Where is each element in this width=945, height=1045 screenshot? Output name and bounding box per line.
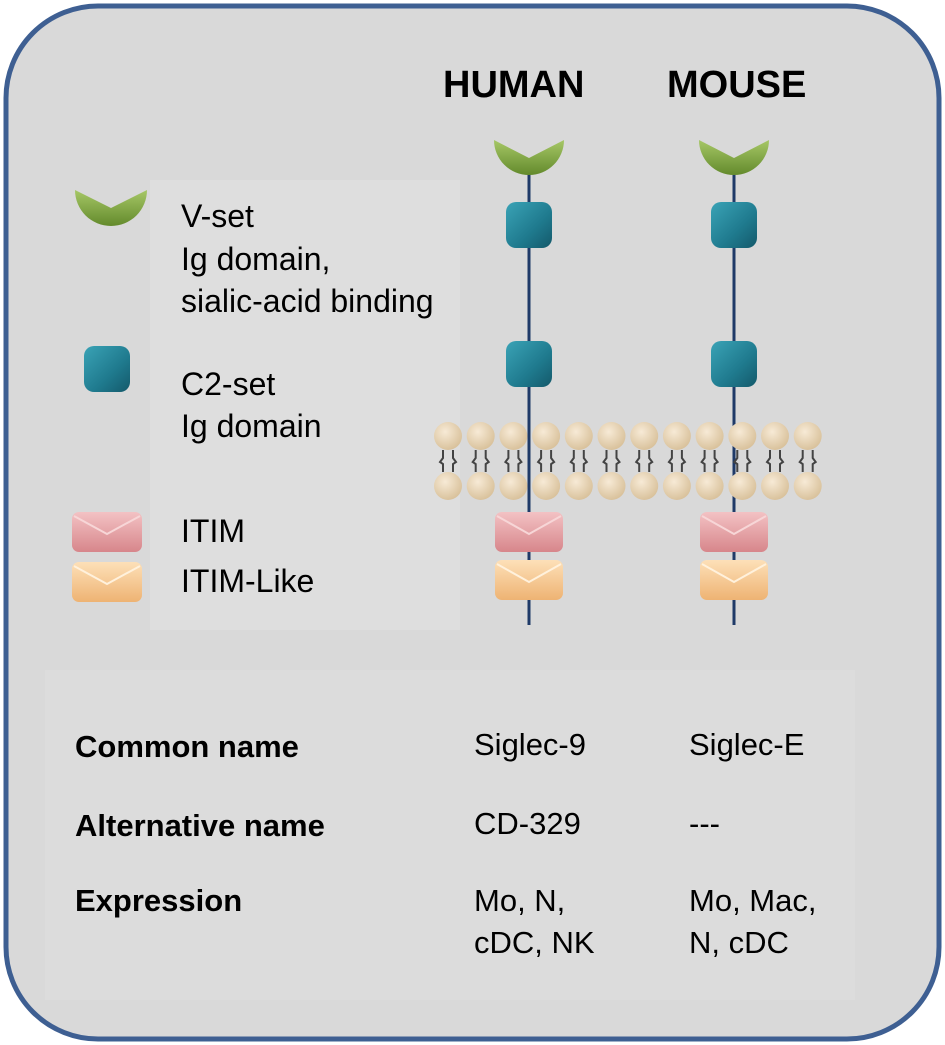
- legend-vset-line-1: V-set: [181, 198, 254, 234]
- mouse-expression-line-1: Mo, Mac,: [689, 883, 817, 918]
- lipid-head-inner: [434, 472, 462, 500]
- lipid-tails: [569, 450, 589, 472]
- lipid-head-outer: [532, 422, 561, 450]
- c2set-domain-icon-mouse-2: [711, 341, 757, 387]
- lipid-tails: [503, 450, 523, 472]
- lipid-head-inner: [564, 472, 593, 500]
- human-alternative-name: CD-329: [474, 806, 581, 841]
- human-expression-line-1: Mo, N,: [474, 883, 566, 918]
- lipid-head-inner: [532, 472, 561, 500]
- lipid-head-inner: [466, 472, 495, 500]
- row-label-common-name: Common name: [75, 729, 299, 764]
- legend-vset-line-2: Ig domain,: [181, 241, 331, 277]
- table-area: [45, 670, 855, 1000]
- lipid-tails: [471, 450, 491, 472]
- itim-like-motif-icon-mouse: [700, 560, 768, 600]
- legend-vset-line-3: sialic-acid binding: [181, 283, 434, 319]
- c2set-domain-icon-mouse-1: [711, 202, 757, 248]
- legend-c2set-line-1: C2-set: [181, 366, 276, 402]
- lipid-head-outer: [434, 422, 462, 450]
- human-header: HUMAN: [443, 64, 585, 106]
- lipid-head-outer: [630, 422, 659, 450]
- mouse-expression-line-2: N, cDC: [689, 925, 789, 960]
- itim-like-motif-icon-human: [495, 560, 563, 600]
- itim-motif-icon-human: [495, 512, 563, 552]
- lipid-head-outer: [466, 422, 495, 450]
- lipid-tails: [798, 450, 818, 472]
- vset-domain-icon-legend: [75, 190, 147, 226]
- lipid-tails: [634, 450, 654, 472]
- mouse-header: MOUSE: [667, 64, 807, 106]
- vset-domain-icon-mouse: [699, 140, 769, 175]
- lipid-head-outer: [695, 422, 724, 450]
- lipid-tails: [602, 450, 621, 472]
- lipid-head-outer: [597, 422, 626, 450]
- lipid-tails: [438, 450, 458, 472]
- legend-itim-label: ITIM: [181, 513, 245, 549]
- lipid-tails: [765, 450, 785, 472]
- lipid-head-inner: [499, 472, 528, 500]
- lipid-head-inner: [662, 472, 691, 500]
- lipid-head-inner: [728, 472, 757, 500]
- c2set-domain-icon-human-1: [506, 202, 552, 248]
- itim-like-motif-icon-legend: [72, 562, 142, 602]
- lipid-head-inner: [761, 472, 789, 500]
- lipid-tails: [667, 450, 687, 472]
- c2set-domain-icon-legend: [84, 346, 130, 392]
- itim-motif-icon-mouse: [700, 512, 768, 552]
- lipid-head-outer: [564, 422, 593, 450]
- row-label-expression: Expression: [75, 883, 243, 918]
- legend-itim-like-label: ITIM-Like: [181, 563, 315, 599]
- lipid-head-inner: [695, 472, 724, 500]
- legend-area: [150, 180, 460, 630]
- lipid-head-outer: [662, 422, 691, 450]
- row-label-alternative-name: Alternative name: [75, 808, 325, 843]
- legend-c2set-line-2: Ig domain: [181, 408, 322, 444]
- c2set-domain-icon-human-2: [506, 341, 552, 387]
- cell-membrane: [434, 422, 822, 500]
- lipid-head-outer: [728, 422, 757, 450]
- lipid-tails: [700, 450, 720, 472]
- lipid-head-outer: [761, 422, 789, 450]
- mouse-common-name: Siglec-E: [689, 727, 805, 762]
- vset-domain-icon-human: [494, 140, 564, 175]
- lipid-head-inner: [793, 472, 822, 500]
- lipid-tails: [732, 450, 752, 472]
- mouse-alternative-name: ---: [689, 806, 720, 841]
- human-common-name: Siglec-9: [474, 727, 586, 762]
- lipid-tails: [536, 450, 556, 472]
- human-expression-line-2: cDC, NK: [474, 925, 595, 960]
- lipid-head-outer: [499, 422, 528, 450]
- lipid-head-inner: [630, 472, 659, 500]
- lipid-head-outer: [793, 422, 822, 450]
- lipid-head-inner: [597, 472, 626, 500]
- itim-motif-icon-legend: [72, 512, 142, 552]
